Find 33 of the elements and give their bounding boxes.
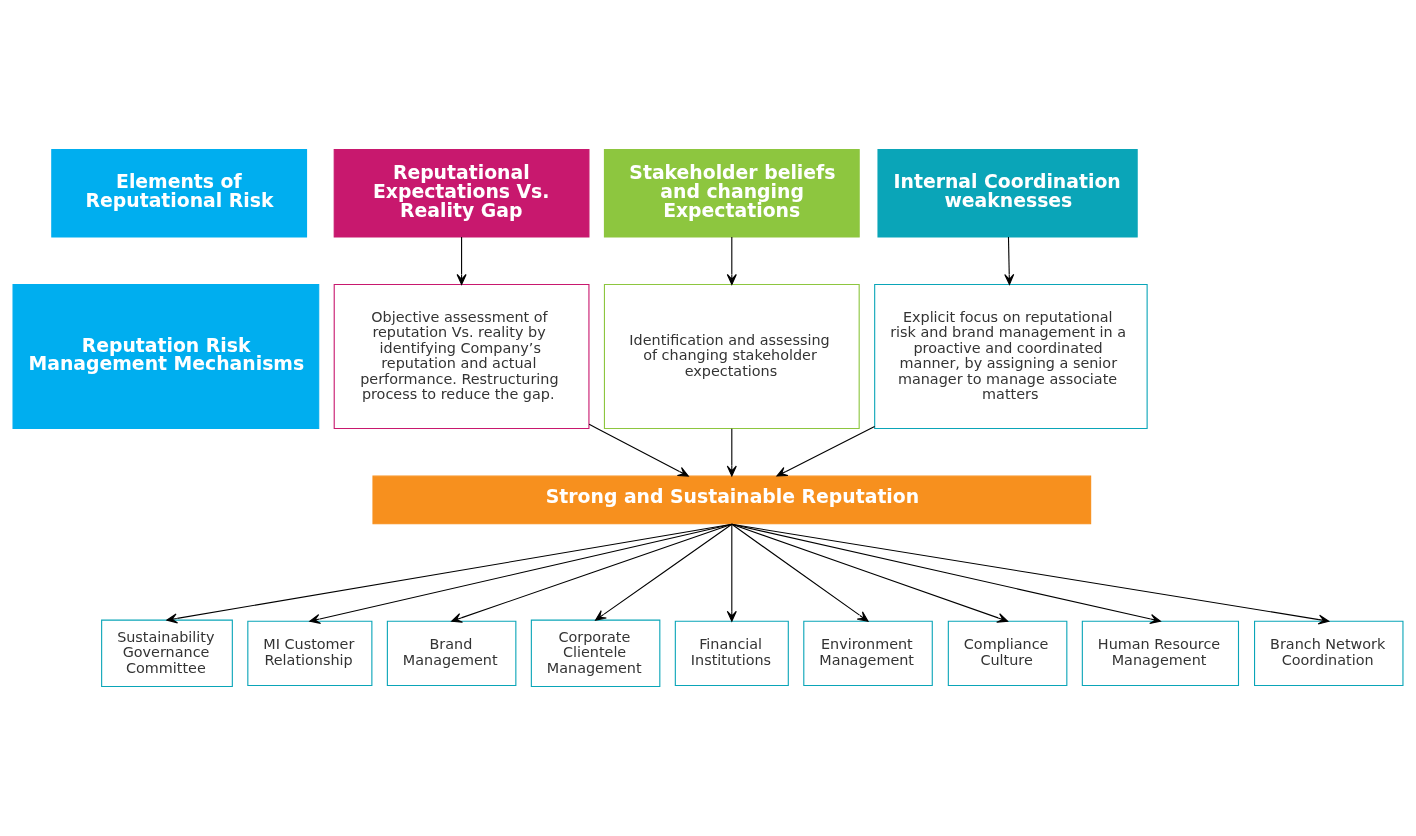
node-box: Identification and assessing of changing stakeholder expectations — [603, 284, 860, 430]
node-box: Sustainability Governance Committee — [101, 619, 233, 688]
arrow — [731, 523, 1330, 625]
node-box: MI Customer Relationship — [247, 620, 373, 686]
arrow — [726, 236, 737, 285]
arrow — [309, 523, 733, 624]
node-box: Stakeholder beliefs and changing Expectations — [603, 148, 860, 238]
node-box: Branch Network Coordination — [1254, 620, 1404, 686]
node-box: Brand Management — [386, 620, 517, 686]
arrow — [166, 523, 733, 624]
node-box: Environment Management — [803, 620, 933, 686]
node-box: Compliance Culture — [947, 620, 1068, 686]
arrow — [731, 523, 1161, 624]
arrow — [731, 523, 1009, 623]
arrow — [731, 523, 869, 622]
node-box: Reputational Expectations Vs. Reality Gap — [333, 148, 590, 238]
node-box: Reputation Risk Management Mechanisms — [12, 284, 320, 430]
arrow — [726, 428, 737, 477]
node-box: Explicit focus on reputational risk and brand management in a proactive and coordinated manner, by assigning a senior manager to manage associate matters — [874, 284, 1148, 430]
node-box: Corporate Clientele Management — [530, 619, 661, 688]
arrow — [726, 523, 737, 622]
arrow — [1004, 236, 1015, 285]
node-box: Strong and Sustainable Reputation — [372, 475, 1092, 525]
arrow — [456, 236, 467, 285]
arrow — [776, 426, 876, 477]
arrow — [588, 423, 689, 477]
arrow — [451, 523, 733, 623]
node-box: Elements of Reputational Risk — [51, 148, 308, 238]
node-box: Internal Coordination weaknesses — [877, 148, 1138, 238]
node-box: Human Resource Management — [1081, 620, 1240, 686]
node-box: Financial Institutions — [674, 620, 789, 686]
node-box: Objective assessment of reputation Vs. reality by identifying Company’s reputation and actual performance. Restructuring process to reduce the gap. — [333, 284, 590, 430]
arrow — [595, 523, 733, 621]
